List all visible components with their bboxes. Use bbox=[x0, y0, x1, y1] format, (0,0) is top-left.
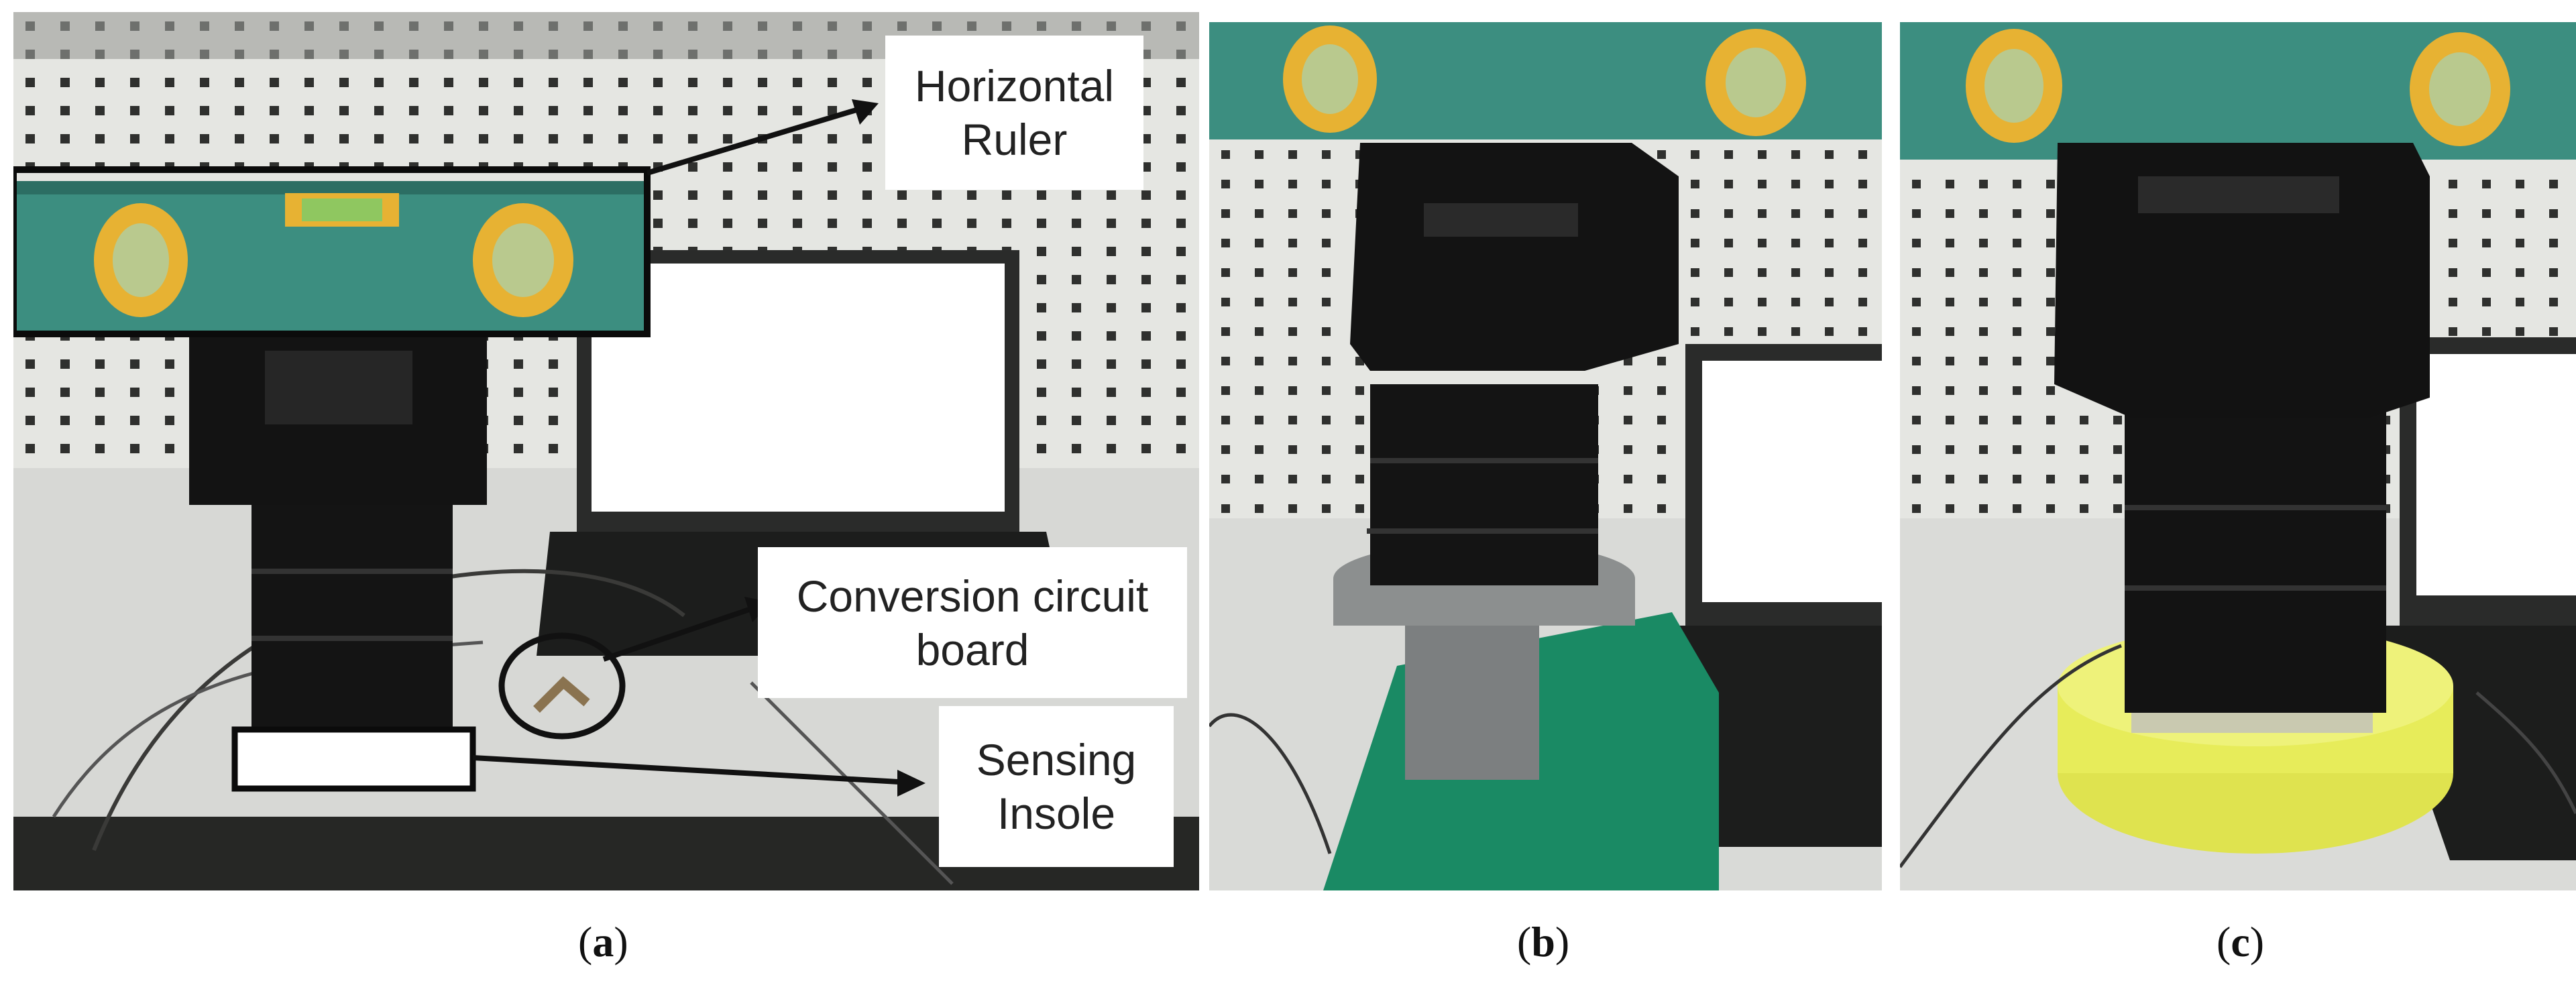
caption-b: (b) bbox=[1517, 917, 1569, 967]
photo-panel-b bbox=[1209, 22, 1882, 890]
caption-c: (c) bbox=[2217, 917, 2264, 967]
caption-c-open: ( bbox=[2217, 918, 2231, 966]
callout-sensing-insole: Sensing Insole bbox=[939, 706, 1174, 867]
caption-a-close: ) bbox=[614, 918, 628, 966]
caption-c-letter: c bbox=[2231, 918, 2250, 966]
photo-b-scene bbox=[1209, 22, 1882, 890]
caption-c-close: ) bbox=[2249, 918, 2265, 966]
caption-b-open: ( bbox=[1517, 918, 1532, 966]
caption-b-close: ) bbox=[1555, 918, 1570, 966]
callout-horizontal-ruler: Horizontal Ruler bbox=[885, 36, 1143, 190]
callout-conversion-circuit-board: Conversion circuit board bbox=[758, 547, 1187, 698]
caption-a: (a) bbox=[578, 917, 628, 967]
photo-c-scene bbox=[1900, 22, 2576, 890]
caption-a-letter: a bbox=[592, 918, 614, 966]
caption-b-letter: b bbox=[1531, 918, 1555, 966]
photo-panel-a: Horizontal Ruler Conversion circuit boar… bbox=[13, 12, 1199, 890]
caption-a-open: ( bbox=[578, 918, 593, 966]
photo-panel-c bbox=[1900, 22, 2576, 890]
